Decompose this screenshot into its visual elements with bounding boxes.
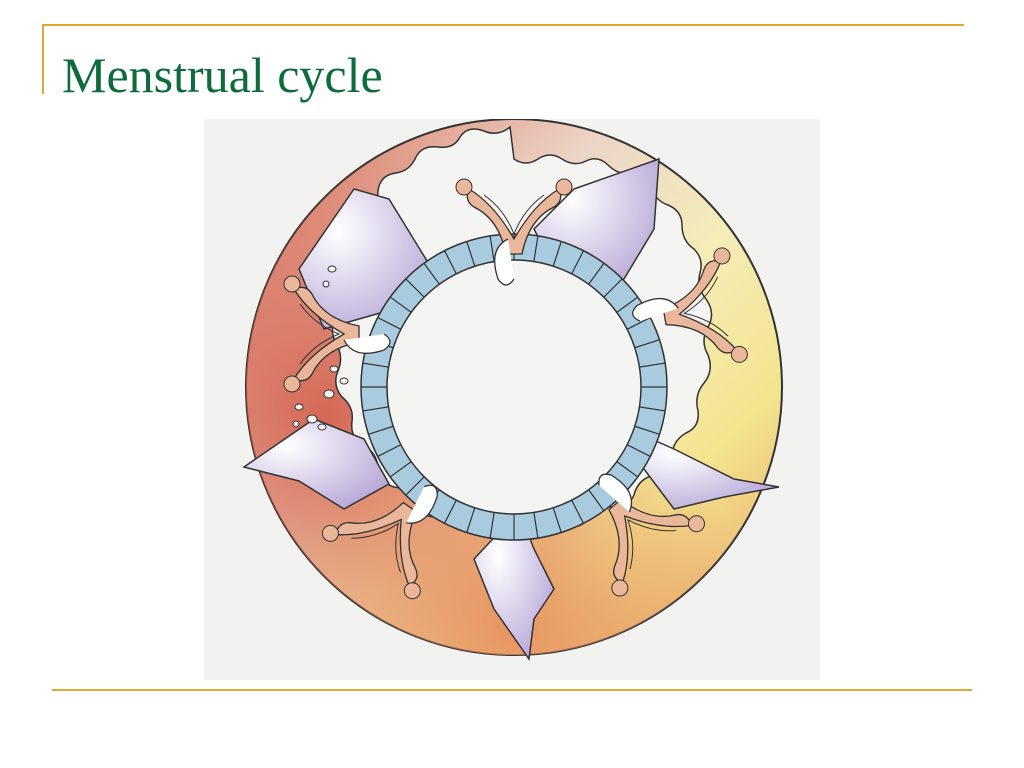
uterus-icon — [632, 247, 748, 363]
ring-segment-divider — [489, 235, 495, 262]
ring-segment-divider — [405, 476, 425, 496]
ring-segment-divider — [588, 262, 605, 285]
ring-segment-divider — [552, 241, 562, 267]
arrow-icon — [473, 509, 555, 662]
uteri-illustrations — [283, 178, 748, 600]
uterus-icon — [321, 484, 438, 600]
ring-segment-divider — [588, 489, 605, 512]
shedding-particles — [292, 265, 349, 431]
uterus-icon — [598, 473, 705, 597]
ring-segment-divider — [603, 278, 623, 298]
ring-segment-divider — [616, 461, 639, 478]
ring-segment-divider — [626, 444, 651, 457]
cycle-illustration — [242, 119, 783, 662]
top-rule — [42, 24, 964, 26]
ring-segment-divider — [444, 499, 457, 524]
ring-segment-divider — [362, 362, 389, 368]
ring-segment-divider — [639, 406, 666, 412]
ring-segment-divider — [466, 241, 476, 267]
bottom-rule — [52, 689, 972, 691]
ring-segment-divider — [423, 262, 440, 285]
ring-segment-divider — [362, 406, 389, 412]
menstrual-cycle-figure — [204, 119, 820, 680]
ring-segment-divider — [466, 507, 476, 533]
ring-segment-divider — [634, 425, 660, 435]
uterus-icon — [283, 275, 391, 393]
ring-segment-divider — [444, 250, 457, 275]
ring-segment-divider — [489, 512, 495, 539]
ring-segment-divider — [405, 278, 425, 298]
ring-segment-divider — [377, 444, 402, 457]
ring-segment-divider — [368, 425, 394, 435]
ring-segment-divider — [552, 507, 562, 533]
ring-segment-divider — [626, 317, 651, 330]
ring-segment-divider — [571, 499, 584, 524]
ring-segment-divider — [616, 296, 639, 313]
ring-segment-divider — [533, 512, 539, 539]
arrow-icon — [627, 427, 780, 510]
ring-segment-divider — [571, 250, 584, 275]
ring-segment-divider — [533, 235, 539, 262]
ring-segment-divider — [634, 339, 660, 349]
left-accent-rule — [42, 24, 44, 94]
ring-segment-divider — [377, 317, 402, 330]
ring-segment-divider — [389, 296, 412, 313]
ring-segment-divider — [389, 461, 412, 478]
ring-segment-divider — [639, 362, 666, 368]
uterus-icon — [455, 178, 573, 286]
slide-title: Menstrual cycle — [62, 47, 383, 103]
